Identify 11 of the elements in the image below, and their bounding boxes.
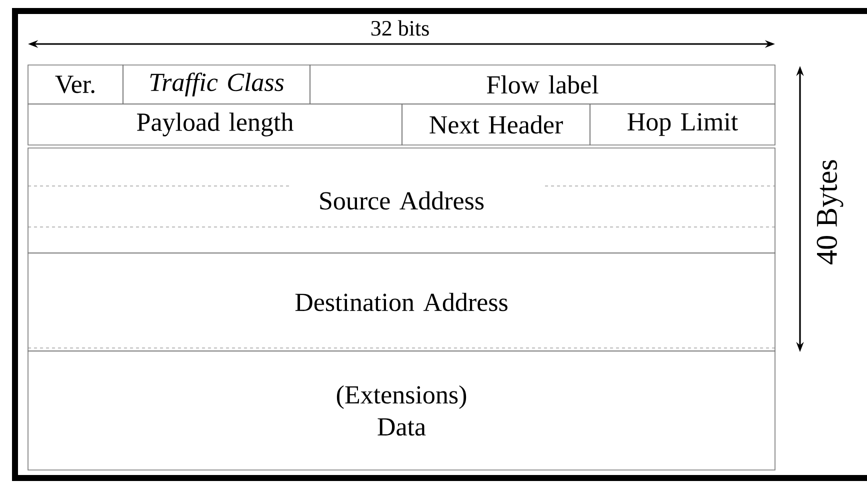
- dimension-label: 40 Bytes: [816, 160, 844, 264]
- dimension-label: 32 bits: [371, 20, 429, 36]
- header-field: Destination Address: [28, 252, 776, 352]
- header-field: Flow label: [310, 64, 776, 104]
- header-field: (Extensions) Data: [28, 350, 776, 470]
- header-field: Ver.: [28, 64, 124, 104]
- header-field: Traffic Class: [122, 64, 310, 104]
- header-field: Source Address: [28, 148, 776, 254]
- header-field: Hop Limit: [590, 104, 776, 146]
- header-field: Payload length: [28, 104, 402, 146]
- header-field: Next Header: [402, 104, 590, 146]
